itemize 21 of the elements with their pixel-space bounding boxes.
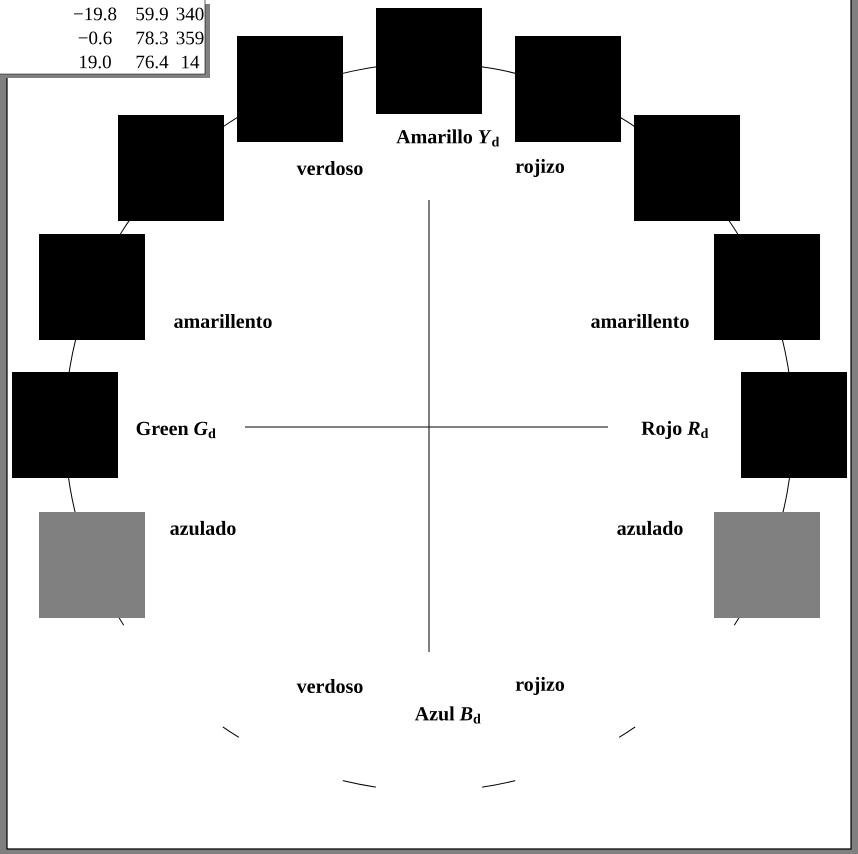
table-cell: 359 [176,32,204,44]
hue-label: rojizo [516,676,564,696]
axis-label: Green G$_{d}$ [136,422,216,438]
axis-label: Amarillo Y$_{d}$ [396,129,500,147]
hue-label: rojizo [516,158,564,178]
hue-label: amarillento [591,314,689,328]
hue-label: amarillento [174,314,272,328]
axis-label: Rojo R$_{d}$ [642,420,708,440]
hue-label: verdoso [296,678,363,694]
table-cell: 59.9 [136,8,168,20]
hue-label: azulado [170,520,236,536]
table-cell: 78.3 [136,32,168,44]
table-cell: 14 [182,56,200,68]
table-cell: 340 [176,8,204,20]
table-cell: −0.6 [78,32,112,44]
table-cell: 76.4 [136,56,168,68]
hue-label: verdoso [296,160,363,176]
table-cell: −19.8 [74,8,116,20]
table-cell: 19.0 [80,56,111,68]
hue-label: azulado [617,520,683,536]
axis-label: Azul B$_{d}$ [414,706,481,724]
